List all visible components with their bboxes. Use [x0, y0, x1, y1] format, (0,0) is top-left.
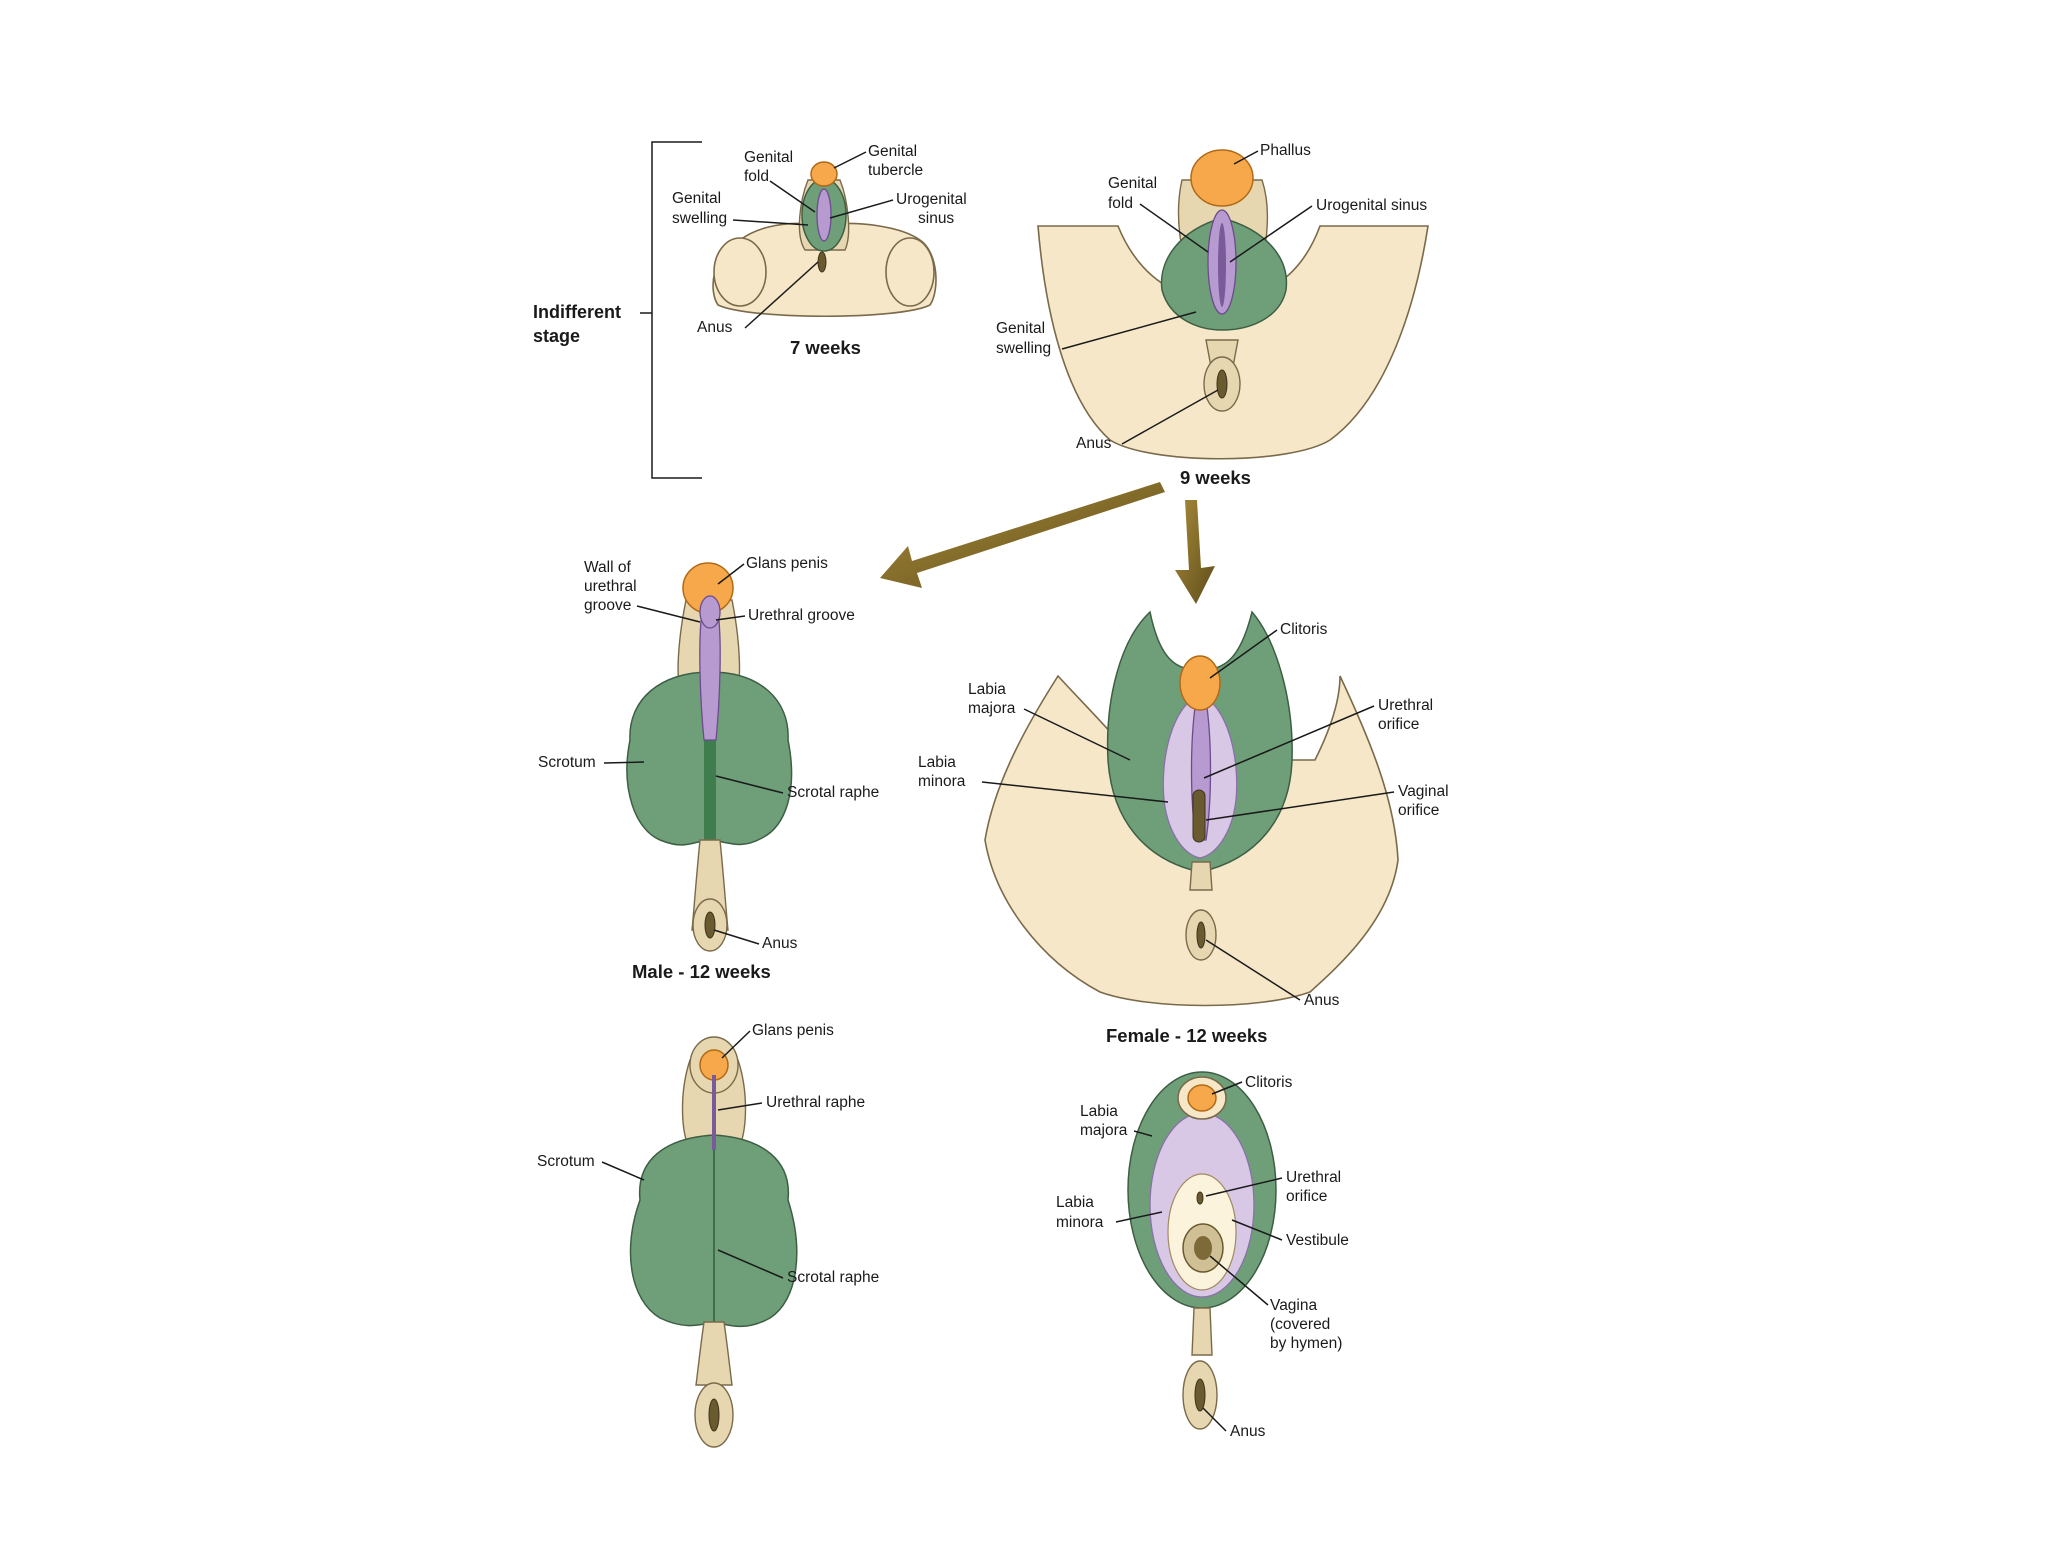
label-ff-urethral-orifice-2: orifice: [1286, 1188, 1327, 1205]
label-ff-clitoris: Clitoris: [1245, 1074, 1293, 1091]
label-ff-vestibule: Vestibule: [1286, 1232, 1349, 1249]
m12-urethral-groove-top: [699, 595, 721, 629]
w7-left-limb: [713, 237, 767, 307]
label-w9-genital-swelling: Genital: [996, 320, 1045, 337]
label-w9-urogenital-sinus: Urogenital sinus: [1316, 197, 1427, 214]
label-m12-scrotal-raphe: Scrotal raphe: [787, 784, 879, 801]
caption-male-12-weeks: Male - 12 weeks: [632, 961, 771, 982]
f12-anus-shape: [1196, 921, 1206, 949]
w7-anus-shape: [817, 251, 827, 273]
label-w9-genital-swelling-2: swelling: [996, 340, 1051, 357]
indifferent-stage-bracket: Indifferent stage: [533, 141, 702, 479]
label-w7-genital-tubercle-2: tubercle: [868, 162, 923, 179]
bracket-label-line-2: stage: [533, 326, 580, 346]
label-m12-wall-of-groove: Wall of: [584, 559, 631, 576]
bracket-label-line-1: Indifferent: [533, 302, 621, 322]
label-f12-anus: Anus: [1304, 992, 1340, 1009]
label-ff-labia-minora: Labia: [1056, 1194, 1094, 1211]
label-mf-urethral-raphe: Urethral raphe: [766, 1094, 865, 1111]
stage-7-weeks: Genital fold Genital tubercle Genital sw…: [672, 143, 967, 358]
ff-anus-shape: [1194, 1378, 1206, 1412]
stage-female-final: Clitoris Labia majora Labia minora Ureth…: [1056, 1071, 1349, 1440]
w9-phallus-shape: [1190, 149, 1254, 207]
label-w9-phallus: Phallus: [1260, 142, 1311, 159]
label-m12-wall-of-groove-3: groove: [584, 597, 631, 614]
label-mf-glans-penis: Glans penis: [752, 1022, 834, 1039]
label-w9-anus: Anus: [1076, 435, 1112, 452]
label-ff-labia-majora: Labia: [1080, 1103, 1118, 1120]
arrow-to-female: [1175, 500, 1215, 604]
label-w9-genital-fold-2: fold: [1108, 195, 1133, 212]
stage-male-final: Glans penis Urethral raphe Scrotum Scrot…: [537, 1022, 879, 1448]
mf-anus-shape: [708, 1398, 720, 1432]
mf-perineum: [695, 1321, 733, 1386]
f12-perineum: [1189, 861, 1213, 891]
w7-right-limb: [885, 237, 935, 307]
label-f12-urethral-orifice: Urethral: [1378, 697, 1433, 714]
m12-urethral-groove-shape: [699, 611, 721, 741]
label-w7-genital-swelling: Genital: [672, 190, 721, 207]
label-m12-anus: Anus: [762, 935, 798, 952]
label-ff-urethral-orifice: Urethral: [1286, 1169, 1341, 1186]
label-ff-anus: Anus: [1230, 1423, 1266, 1440]
label-m12-scrotum: Scrotum: [538, 754, 596, 771]
label-mf-scrotum: Scrotum: [537, 1153, 595, 1170]
label-ff-labia-majora-2: majora: [1080, 1122, 1128, 1139]
label-f12-clitoris: Clitoris: [1280, 621, 1328, 638]
label-w7-genital-fold-2: fold: [744, 168, 769, 185]
development-arrows: [880, 482, 1215, 604]
stage-female-12-weeks: Clitoris Labia majora Labia minora Ureth…: [918, 610, 1449, 1046]
label-w7-urogenital-sinus: Urogenital: [896, 191, 967, 208]
ff-clitoris-shape: [1187, 1084, 1217, 1112]
label-m12-wall-of-groove-2: urethral: [584, 578, 637, 595]
ff-urethral-orifice-shape: [1196, 1191, 1204, 1205]
label-w7-anus: Anus: [697, 319, 733, 336]
caption-9-weeks: 9 weeks: [1180, 467, 1251, 488]
label-ff-vagina-2: (covered: [1270, 1316, 1330, 1333]
f12-vaginal-orifice-shape: [1192, 789, 1206, 843]
label-w7-genital-tubercle: Genital: [868, 143, 917, 160]
label-ff-vagina: Vagina: [1270, 1297, 1317, 1314]
label-ff-vagina-3: by hymen): [1270, 1335, 1342, 1352]
w9-sinus-slit: [1218, 223, 1226, 307]
label-f12-vaginal-orifice: Vaginal: [1398, 783, 1449, 800]
label-f12-vaginal-orifice-2: orifice: [1398, 802, 1439, 819]
label-w9-genital-fold: Genital: [1108, 175, 1157, 192]
ff-hymen: [1194, 1236, 1212, 1260]
label-f12-labia-majora-2: majora: [968, 700, 1016, 717]
m12-anus-shape: [704, 911, 716, 939]
label-f12-labia-minora-2: minora: [918, 773, 966, 790]
label-mf-scrotal-raphe: Scrotal raphe: [787, 1269, 879, 1286]
f12-clitoris-shape: [1179, 655, 1221, 711]
w7-genital-tubercle-shape: [810, 161, 838, 187]
label-m12-urethral-groove: Urethral groove: [748, 607, 855, 624]
label-w7-genital-swelling-2: swelling: [672, 210, 727, 227]
arrow-to-male: [880, 482, 1165, 588]
caption-female-12-weeks: Female - 12 weeks: [1106, 1025, 1267, 1046]
stage-male-12-weeks: Wall of urethral groove Glans penis Uret…: [538, 555, 879, 982]
label-f12-urethral-orifice-2: orifice: [1378, 716, 1419, 733]
label-w7-urogenital-sinus-2: sinus: [918, 210, 954, 227]
label-f12-labia-majora: Labia: [968, 681, 1006, 698]
m12-scrotal-raphe-shape: [704, 740, 716, 840]
caption-7-weeks: 7 weeks: [790, 337, 861, 358]
stage-9-weeks: Phallus Genital fold Urogenital sinus Ge…: [996, 142, 1429, 488]
ff-perineum: [1191, 1307, 1213, 1356]
label-w7-genital-fold: Genital: [744, 149, 793, 166]
label-m12-glans-penis: Glans penis: [746, 555, 828, 572]
w9-anus-shape: [1216, 369, 1228, 399]
w7-urogenital-sinus-shape: [816, 188, 832, 242]
label-ff-labia-minora-2: minora: [1056, 1214, 1104, 1231]
label-f12-labia-minora: Labia: [918, 754, 956, 771]
